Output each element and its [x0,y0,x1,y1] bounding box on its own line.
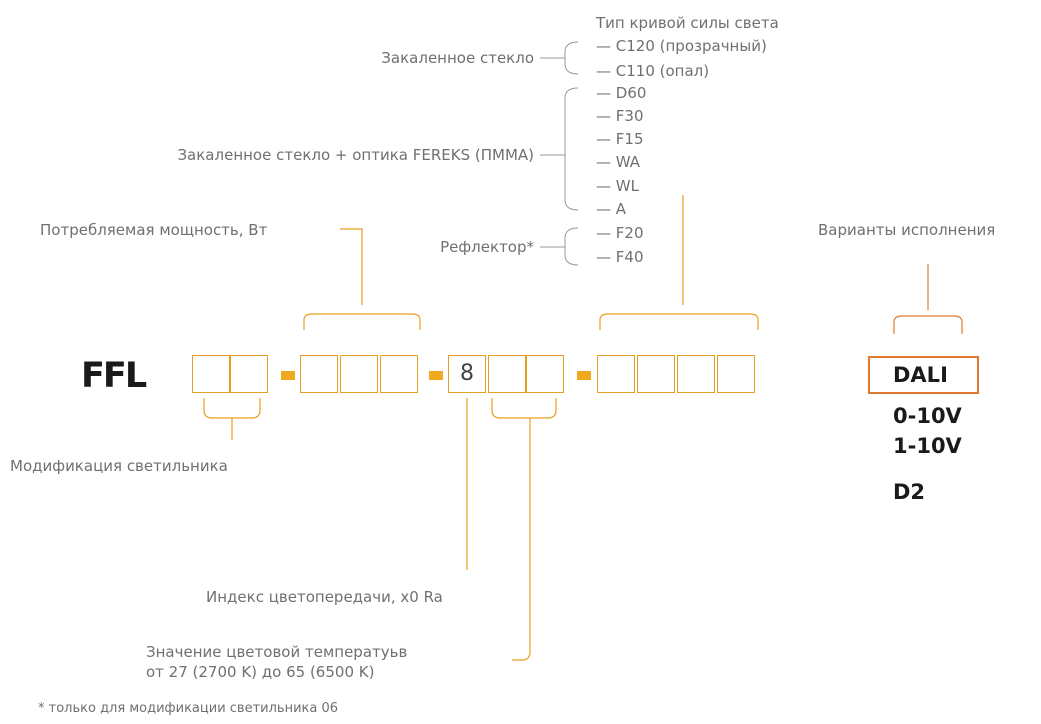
modification-bracket [203,398,261,419]
option-a: — A [596,200,627,218]
group-label-reflector: Рефлектор* [440,238,534,256]
option-f15: — F15 [596,130,644,148]
cri-label: Индекс цветопередачи, x0 Ra [206,588,443,606]
variant-dali: DALI [893,363,948,387]
separator-dash-2 [429,371,443,380]
cct-box-1 [488,355,526,393]
footnote: * только для модификации светильника 06 [38,701,339,716]
cct-box-2 [526,355,564,393]
power-bracket [303,313,421,330]
option-wl: — WL [596,177,639,195]
group-label-glass-optics: Закаленное стекло + оптика FEREKS (ПММА) [177,146,534,164]
power-box-1 [300,355,338,393]
variant-0-10v: 0-10V [893,404,962,428]
option-f20: — F20 [596,224,644,242]
curve-box-1 [597,355,635,393]
power-box-3 [380,355,418,393]
ffl-logo: FFL [81,356,147,396]
curve-bracket [599,313,759,330]
cct-label-line2: от 27 (2700 K) до 65 (6500 K) [146,663,375,681]
power-box-2 [340,355,378,393]
curve-box-3 [677,355,715,393]
group-label-glass: Закаленное стекло [381,49,534,67]
option-f30: — F30 [596,107,644,125]
option-c120: — C120 (прозрачный) [596,37,767,55]
curve-type-title: Тип кривой силы света [596,14,779,32]
dali-highlight-box [868,356,979,394]
cct-label-line1: Значение цветовой температуьв [146,643,408,661]
modification-label: Модификация светильника [10,457,228,475]
bracket-glass-optics [564,87,579,211]
variant-d2: D2 [893,480,926,504]
variants-label: Варианты исполнения [818,221,996,239]
option-wa: — WA [596,153,641,171]
modification-box-2 [230,355,268,393]
variants-bracket [893,315,963,334]
modification-box-1 [192,355,230,393]
bracket-glass [564,41,579,75]
option-c110: — C110 (опал) [596,62,710,80]
cri-digit: 8 [460,361,474,386]
variant-1-10v: 1-10V [893,434,962,458]
power-label: Потребляемая мощность, Вт [40,221,268,239]
bracket-reflector [564,227,579,266]
cct-leader [512,418,531,661]
separator-dash-1 [281,371,295,380]
cct-bracket [491,398,557,419]
curve-box-4 [717,355,755,393]
separator-dash-3 [577,371,591,380]
cri-box [448,355,486,393]
option-d60: — D60 [596,84,647,102]
curve-box-2 [637,355,675,393]
power-leader [340,228,363,305]
option-f40: — F40 [596,248,644,266]
